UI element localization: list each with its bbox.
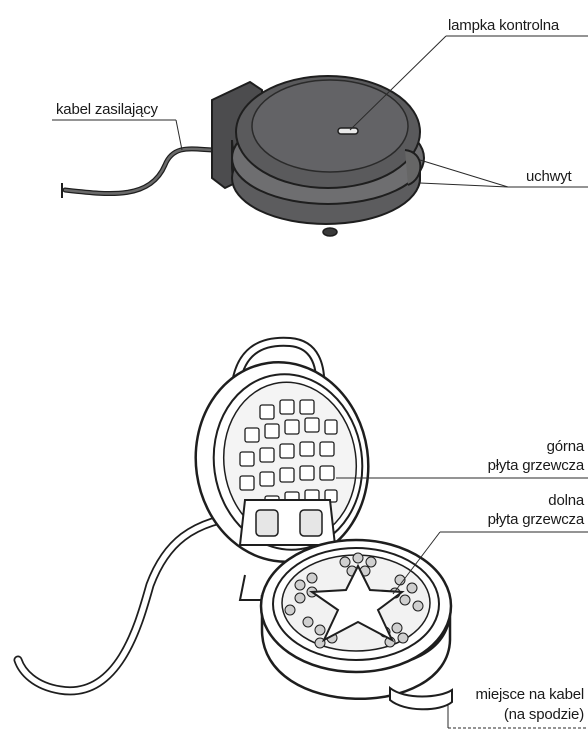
label-lower-plate-line1: dolna: [548, 492, 584, 509]
closed-waffle-maker: [62, 76, 424, 236]
label-handle: uchwyt: [526, 168, 572, 185]
label-cord-storage-line1: miejsce na kabel: [475, 686, 584, 703]
label-cord-storage-line2: (na spodzie): [504, 706, 584, 723]
label-upper-plate-line1: górna: [547, 438, 584, 455]
label-indicator-light: lampka kontrolna: [448, 17, 559, 34]
indicator-light: [338, 128, 358, 134]
label-upper-plate-line2: płyta grzewcza: [488, 457, 584, 474]
label-power-cord: kabel zasilający: [56, 101, 158, 118]
foot: [323, 228, 337, 236]
power-cord-bottom: [18, 515, 250, 691]
label-lower-plate-line2: płyta grzewcza: [488, 511, 584, 528]
open-waffle-maker: [18, 342, 452, 710]
